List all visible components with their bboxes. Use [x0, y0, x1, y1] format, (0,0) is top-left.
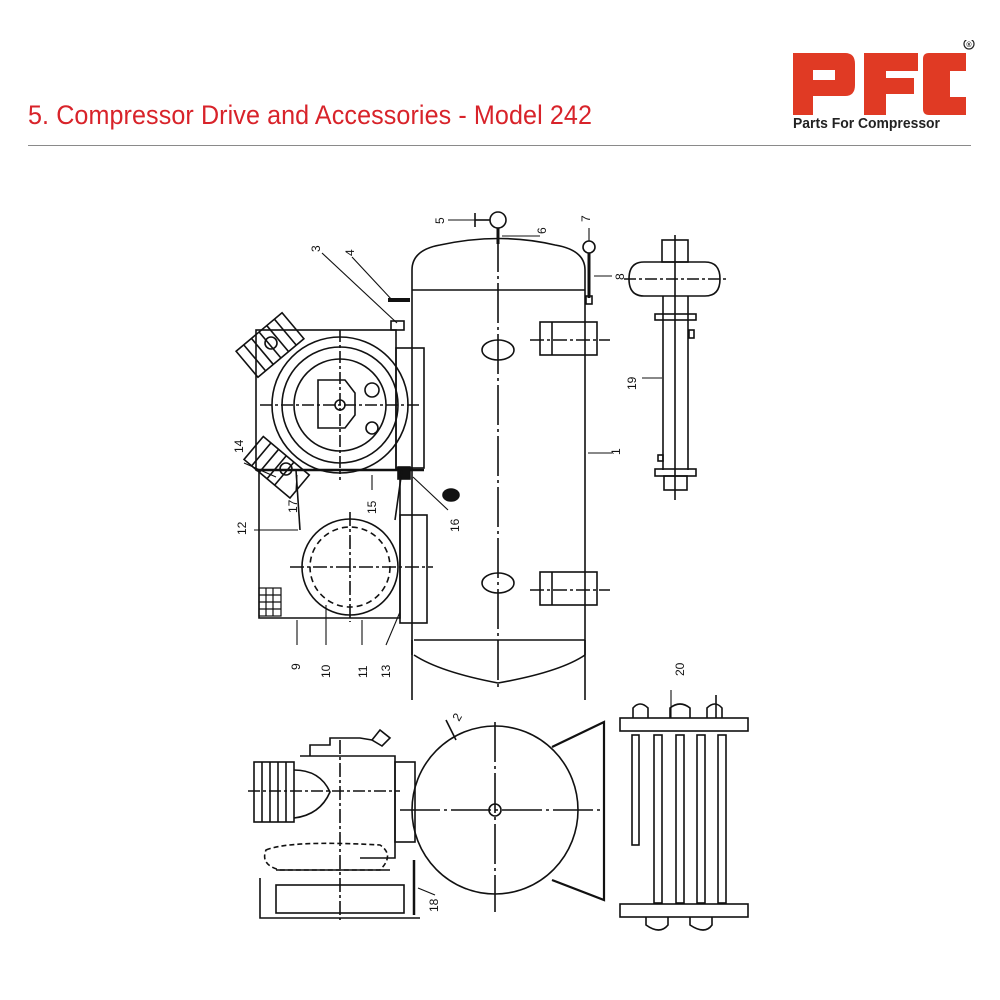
callout-leaders	[243, 219, 672, 896]
brand-tagline: Parts For Compressor	[793, 116, 940, 132]
registered-mark: ®	[966, 41, 972, 49]
callout-9: 9	[289, 663, 303, 670]
side-elevation	[248, 719, 606, 920]
callout-7: 7	[579, 215, 593, 222]
callout-3: 3	[309, 245, 323, 252]
callout-2: 2	[449, 710, 465, 723]
callout-5: 5	[433, 217, 447, 224]
callout-20: 20	[673, 662, 687, 676]
callout-17: 17	[286, 499, 300, 513]
callout-6: 6	[535, 227, 549, 234]
callout-16: 16	[448, 518, 462, 532]
discharge-pipe-detail	[624, 235, 728, 500]
callout-10: 10	[319, 664, 333, 678]
callout-14: 14	[232, 439, 246, 453]
callout-8: 8	[613, 273, 627, 280]
page-title: 5. Compressor Drive and Accessories - Mo…	[28, 100, 593, 130]
motor-and-belt-guard	[258, 469, 460, 624]
callout-13: 13	[379, 664, 393, 678]
callout-12: 12	[235, 521, 249, 535]
header-divider	[28, 145, 971, 146]
callout-18: 18	[427, 898, 441, 912]
air-receiver-tank	[388, 211, 610, 700]
callout-1: 1	[609, 448, 623, 455]
intercooler-coil-detail	[619, 695, 749, 931]
compressor-block	[234, 311, 425, 500]
pfc-logo-mark: ®	[793, 40, 975, 115]
callout-labels: 1 2 3 4 5 6 7 8 9 10 11 12 13 14 15 16 1…	[232, 215, 687, 912]
callout-15: 15	[365, 500, 379, 514]
callout-11: 11	[356, 665, 370, 678]
callout-4: 4	[343, 249, 357, 256]
callout-19: 19	[625, 376, 639, 390]
